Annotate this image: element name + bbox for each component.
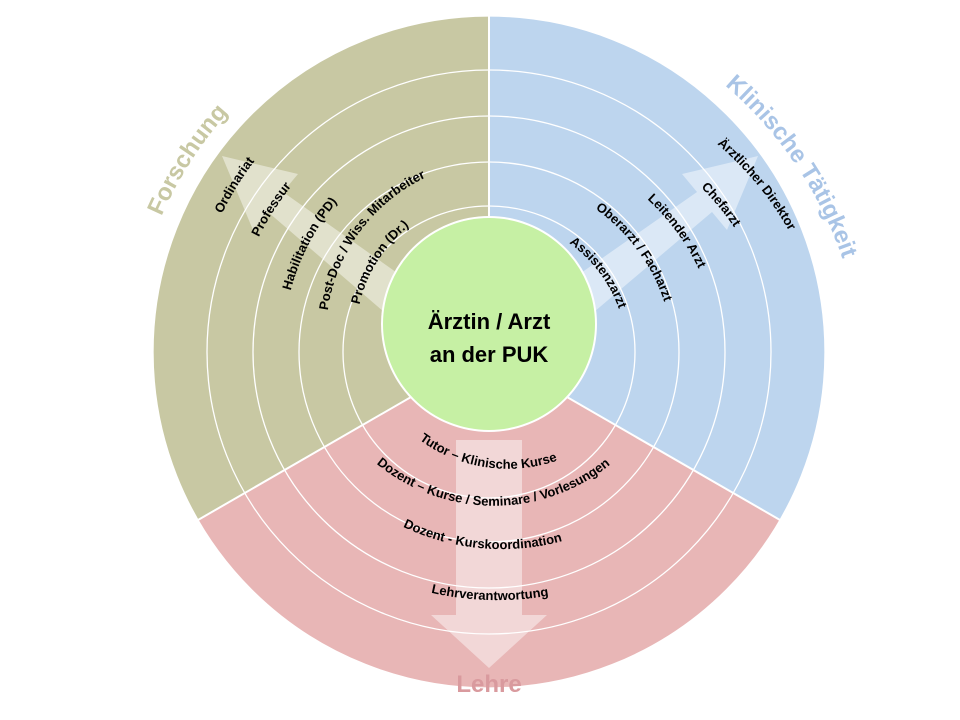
lehre-arrow xyxy=(431,440,547,668)
center-title-line2: an der PUK xyxy=(430,342,549,367)
center-title-line1: Ärztin / Arzt xyxy=(428,309,551,334)
klinik-arrow xyxy=(568,156,758,312)
forschung-sector xyxy=(152,16,489,520)
forschung-arrow xyxy=(222,156,410,312)
center-circle xyxy=(381,216,597,432)
klinik-sector xyxy=(489,16,826,520)
lehre-title: Lehre xyxy=(456,671,521,698)
